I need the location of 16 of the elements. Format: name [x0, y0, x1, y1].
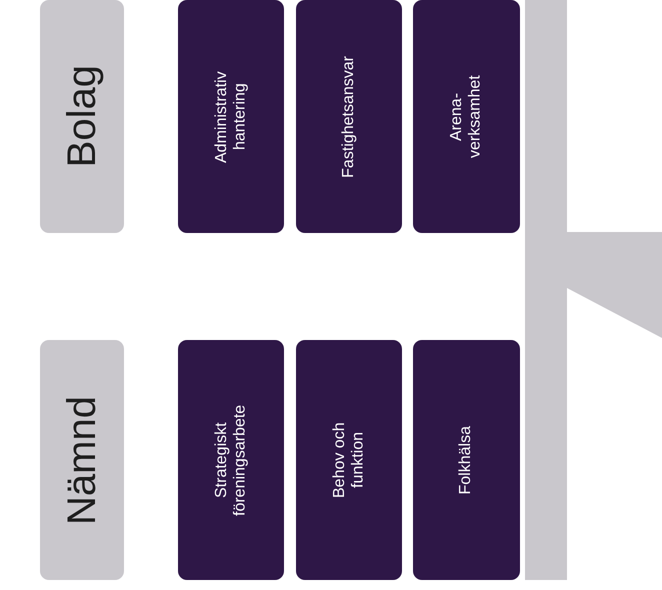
responsibility-box — [178, 340, 284, 580]
level-heading-box — [40, 340, 124, 580]
responsibility-label: Strategiskt föreningsarbete — [212, 403, 249, 518]
level-heading-box — [40, 0, 124, 233]
level-heading: Nämnd — [60, 396, 104, 524]
responsibility-label: Administrativ hantering — [212, 70, 249, 165]
level-heading: Bolag — [60, 65, 104, 168]
responsibility-box — [413, 340, 520, 580]
responsibility-box — [413, 0, 520, 233]
responsibility-box — [296, 340, 402, 580]
responsibility-label: Folkhälsa — [457, 426, 476, 494]
responsibility-box — [178, 0, 284, 233]
responsibility-box — [296, 0, 402, 233]
responsibility-label: Behov och funktion — [330, 421, 367, 500]
responsibility-label: Arena- verksamhet — [448, 74, 484, 160]
responsibility-label: Fastighetsansvar — [340, 56, 358, 178]
